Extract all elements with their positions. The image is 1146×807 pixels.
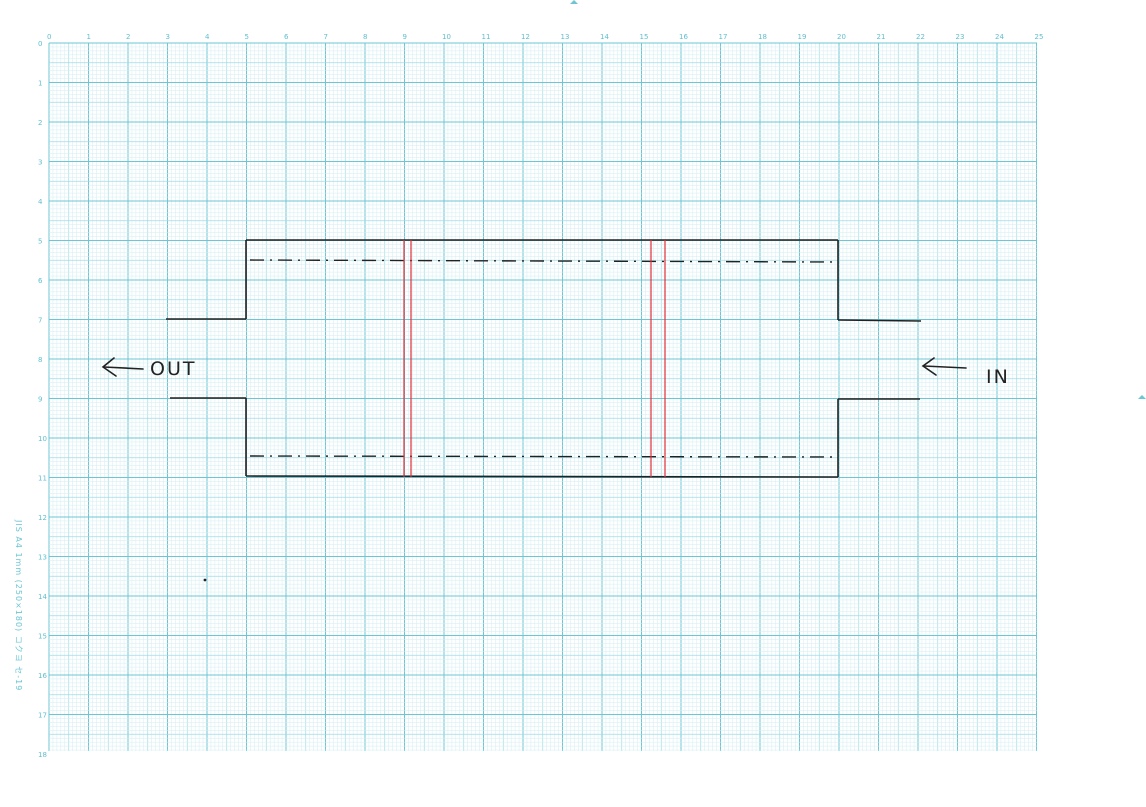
arrow-left-icon <box>921 357 967 376</box>
outlet-pipe <box>166 318 246 399</box>
top-tick-label: 16 <box>679 33 688 41</box>
arrow-left-icon <box>101 357 144 377</box>
left-tick-label: 1 <box>38 80 42 88</box>
top-tick-label: 6 <box>284 33 289 41</box>
top-tick-label: 18 <box>758 33 767 41</box>
top-tick-label: 10 <box>442 33 451 41</box>
left-tick-label: 13 <box>38 554 47 562</box>
vessel-body <box>245 239 839 478</box>
top-tick-label: 3 <box>166 33 170 41</box>
top-tick-label: 0 <box>47 33 51 41</box>
left-tick-label: 16 <box>38 672 47 680</box>
top-tick-label: 15 <box>640 33 649 41</box>
inlet-pipe <box>837 319 922 400</box>
top-tick-label: 8 <box>363 33 367 41</box>
left-tick-label: 18 <box>38 751 47 759</box>
ink-speck <box>203 578 207 582</box>
top-tick-label: 19 <box>798 33 807 41</box>
vessel-bottom-wall <box>245 475 839 478</box>
top-tick-label: 7 <box>324 33 328 41</box>
left-tick-label: 5 <box>38 238 42 246</box>
left-tick-label: 0 <box>38 40 42 48</box>
side-marker <box>1138 395 1146 399</box>
left-tick-label: 8 <box>38 356 42 364</box>
top-tick-label: 20 <box>837 33 846 41</box>
graph-paper-grid <box>48 42 1037 751</box>
paper-spec-caption: JIS A4 1mm (250×180) コクヨ セ-19 <box>14 519 23 691</box>
top-tick-label: 9 <box>403 33 407 41</box>
inner-dashed-line-bottom <box>249 455 835 458</box>
in-label: IN <box>986 366 1010 388</box>
inlet-pipe-top <box>837 319 922 322</box>
top-tick-label: 13 <box>561 33 570 41</box>
top-tick-label: 23 <box>956 33 965 41</box>
top-marker <box>570 0 578 4</box>
top-tick-label: 14 <box>600 33 609 41</box>
top-tick-label: 1 <box>87 33 91 41</box>
top-tick-label: 12 <box>521 33 530 41</box>
top-tick-label: 25 <box>1035 33 1044 41</box>
left-tick-label: 14 <box>38 593 47 601</box>
top-tick-label: 4 <box>205 33 210 41</box>
left-tick-label: 9 <box>38 396 42 404</box>
out-label: OUT <box>150 358 196 380</box>
top-tick-label: 24 <box>995 33 1004 41</box>
left-tick-label: 17 <box>38 712 47 720</box>
left-tick-label: 4 <box>38 198 43 206</box>
top-tick-label: 5 <box>245 33 249 41</box>
top-tick-label: 11 <box>482 33 491 41</box>
left-tick-label: 12 <box>38 514 47 522</box>
out-indicator: OUT <box>101 357 196 380</box>
top-tick-label: 2 <box>126 33 130 41</box>
inner-dashed-lines <box>249 259 835 458</box>
top-tick-label: 22 <box>916 33 925 41</box>
left-tick-label: 7 <box>38 317 42 325</box>
left-tick-label: 11 <box>38 475 47 483</box>
left-tick-label: 2 <box>38 119 42 127</box>
inner-dashed-line-top <box>249 259 835 263</box>
left-tick-label: 10 <box>38 435 47 443</box>
in-indicator: IN <box>921 357 1010 388</box>
top-tick-label: 17 <box>719 33 728 41</box>
top-tick-label: 21 <box>877 33 886 41</box>
left-tick-label: 15 <box>38 633 47 641</box>
left-tick-label: 6 <box>38 277 43 285</box>
red-divider-lines <box>403 240 666 477</box>
left-tick-label: 3 <box>38 159 42 167</box>
